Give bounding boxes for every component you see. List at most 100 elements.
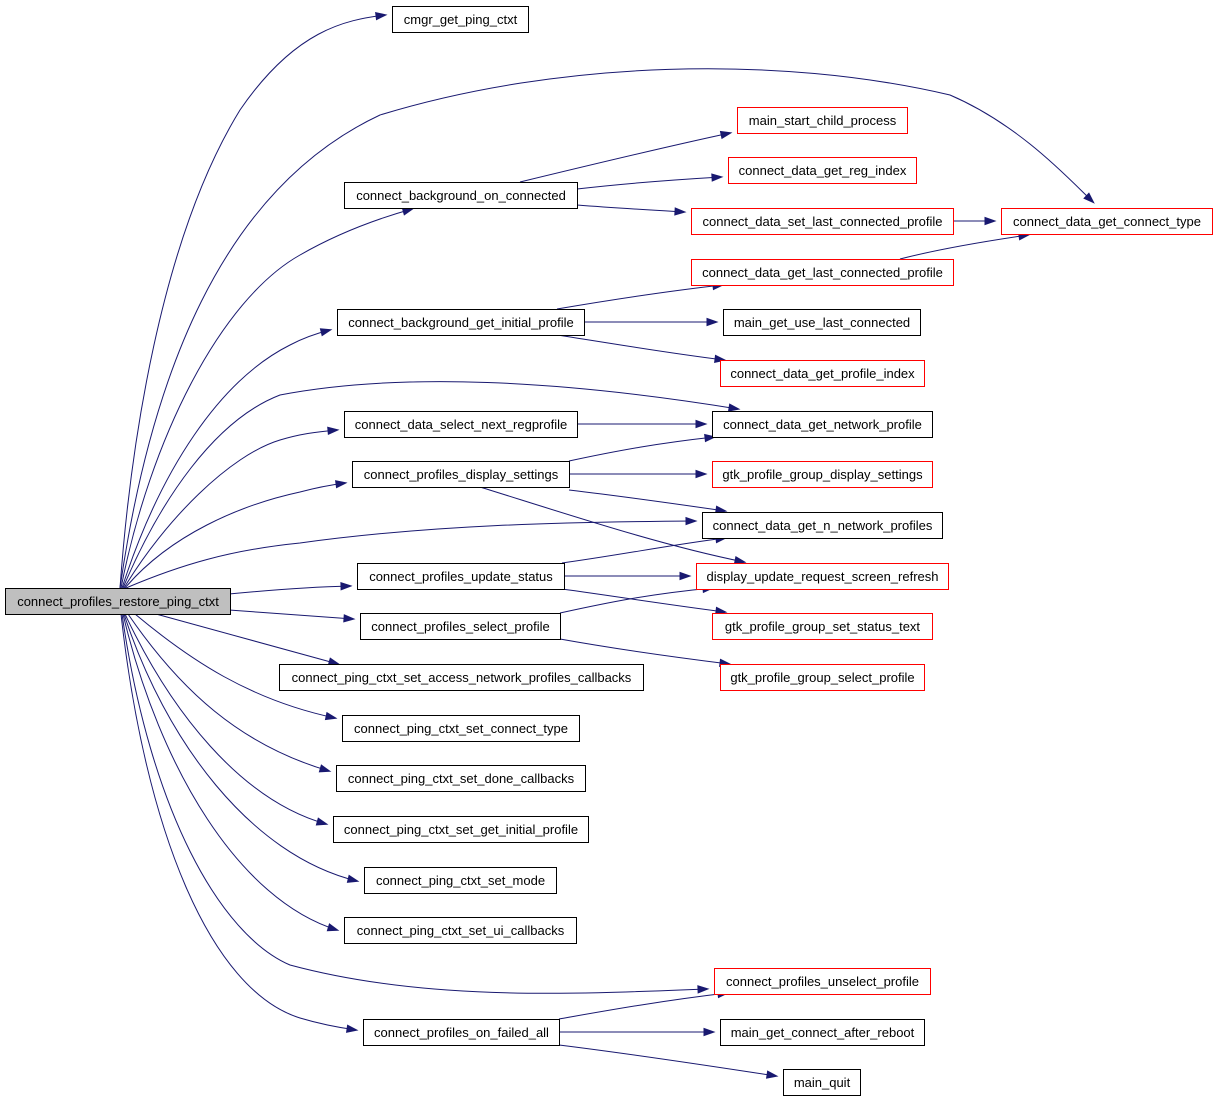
node-box[interactable] <box>5 588 231 615</box>
node-box[interactable] <box>712 461 933 488</box>
node-label[interactable]: main_start_child_process <box>749 113 897 128</box>
node-label[interactable]: connect_ping_ctxt_set_mode <box>376 873 545 888</box>
node-label[interactable]: connect_profiles_restore_ping_ctxt <box>17 594 219 609</box>
node-get-net-profile[interactable]: connect_data_get_network_profile <box>712 411 933 438</box>
node-label[interactable]: connect_profiles_on_failed_all <box>374 1025 549 1040</box>
node-label[interactable]: main_get_use_last_connected <box>734 315 910 330</box>
node-box[interactable] <box>342 715 580 742</box>
edge-line <box>479 486 745 563</box>
node-box[interactable] <box>392 6 529 33</box>
node-box[interactable] <box>737 107 908 134</box>
edge-display_settings-to-get_net_profile <box>568 433 717 462</box>
node-label[interactable]: connect_ping_ctxt_set_done_callbacks <box>348 771 575 786</box>
node-box[interactable] <box>344 182 578 209</box>
node-box[interactable] <box>344 917 577 944</box>
node-set-mode[interactable]: connect_ping_ctxt_set_mode <box>364 867 557 894</box>
node-failed-all[interactable]: connect_profiles_on_failed_all <box>363 1019 560 1046</box>
node-box[interactable] <box>344 411 578 438</box>
node-main-quit[interactable]: main_quit <box>783 1069 861 1096</box>
node-box[interactable] <box>337 309 585 336</box>
node-main-conn-after-reboot[interactable]: main_get_connect_after_reboot <box>720 1019 925 1046</box>
node-box[interactable] <box>364 867 557 894</box>
node-label[interactable]: cmgr_get_ping_ctxt <box>404 12 518 27</box>
node-box[interactable] <box>1001 208 1213 235</box>
node-label[interactable]: gtk_profile_group_display_settings <box>722 467 923 482</box>
node-label[interactable]: connect_profiles_unselect_profile <box>726 974 919 989</box>
node-box[interactable] <box>279 664 644 691</box>
node-label[interactable]: connect_ping_ctxt_set_ui_callbacks <box>357 923 565 938</box>
node-label[interactable]: connect_ping_ctxt_set_get_initial_profil… <box>344 822 578 837</box>
node-label[interactable]: display_update_request_screen_refresh <box>707 569 939 584</box>
node-bg-init-profile[interactable]: connect_background_get_initial_profile <box>337 309 585 336</box>
node-box[interactable] <box>720 360 925 387</box>
node-set-conn-type[interactable]: connect_ping_ctxt_set_connect_type <box>342 715 580 742</box>
node-box[interactable] <box>357 563 565 590</box>
edge-line <box>122 613 338 931</box>
node-box[interactable] <box>720 664 925 691</box>
node-set-get-init[interactable]: connect_ping_ctxt_set_get_initial_profil… <box>333 816 589 843</box>
node-box[interactable] <box>728 157 917 184</box>
node-set-ui-cb[interactable]: connect_ping_ctxt_set_ui_callbacks <box>344 917 577 944</box>
node-box[interactable] <box>702 512 943 539</box>
node-box[interactable] <box>712 613 933 640</box>
node-unselect-profile[interactable]: connect_profiles_unselect_profile <box>714 968 931 995</box>
node-box[interactable] <box>352 461 570 488</box>
node-set-access-cb[interactable]: connect_ping_ctxt_set_access_network_pro… <box>279 664 644 691</box>
node-cmgr-ping[interactable]: cmgr_get_ping_ctxt <box>392 6 529 33</box>
node-box[interactable] <box>696 563 949 590</box>
node-set-done-cb[interactable]: connect_ping_ctxt_set_done_callbacks <box>336 765 586 792</box>
arrowhead-icon <box>340 582 353 591</box>
node-box[interactable] <box>333 816 589 843</box>
node-main-start-child[interactable]: main_start_child_process <box>737 107 908 134</box>
node-label[interactable]: connect_data_get_reg_index <box>739 163 907 178</box>
node-set-last-conn[interactable]: connect_data_set_last_connected_profile <box>691 208 954 235</box>
node-select-profile[interactable]: connect_profiles_select_profile <box>360 613 561 640</box>
node-display-settings[interactable]: connect_profiles_display_settings <box>352 461 570 488</box>
node-box[interactable] <box>360 613 561 640</box>
node-label[interactable]: connect_data_get_network_profile <box>723 417 922 432</box>
node-update-status[interactable]: connect_profiles_update_status <box>357 563 565 590</box>
node-label[interactable]: connect_profiles_update_status <box>369 569 553 584</box>
node-box[interactable] <box>723 309 921 336</box>
node-label[interactable]: main_get_connect_after_reboot <box>731 1025 915 1040</box>
node-label[interactable]: connect_ping_ctxt_set_access_network_pro… <box>292 670 632 685</box>
node-root[interactable]: connect_profiles_restore_ping_ctxt <box>5 588 231 615</box>
node-bg-on-conn[interactable]: connect_background_on_connected <box>344 182 578 209</box>
node-label[interactable]: gtk_profile_group_select_profile <box>730 670 914 685</box>
node-box[interactable] <box>691 208 954 235</box>
node-label[interactable]: main_quit <box>794 1075 851 1090</box>
node-box[interactable] <box>691 259 954 286</box>
node-label[interactable]: connect_data_get_last_connected_profile <box>702 265 943 280</box>
node-label[interactable]: connect_background_on_connected <box>356 188 566 203</box>
node-get-profile-index[interactable]: connect_data_get_profile_index <box>720 360 925 387</box>
edge-failed_all-to-main_quit <box>558 1044 779 1079</box>
edge-failed_all-to-unselect_profile <box>558 989 730 1020</box>
node-box[interactable] <box>336 765 586 792</box>
node-box[interactable] <box>363 1019 560 1046</box>
node-box[interactable] <box>714 968 931 995</box>
node-label[interactable]: connect_data_select_next_regprofile <box>355 417 567 432</box>
node-gtk-display-settings[interactable]: gtk_profile_group_display_settings <box>712 461 933 488</box>
node-label[interactable]: connect_profiles_display_settings <box>364 467 559 482</box>
node-label[interactable]: connect_background_get_initial_profile <box>348 315 574 330</box>
node-label[interactable]: gtk_profile_group_set_status_text <box>725 619 921 634</box>
node-select-next-reg[interactable]: connect_data_select_next_regprofile <box>344 411 578 438</box>
node-label[interactable]: connect_profiles_select_profile <box>371 619 550 634</box>
node-box[interactable] <box>783 1069 861 1096</box>
node-get-n-net[interactable]: connect_data_get_n_network_profiles <box>702 512 943 539</box>
node-gtk-status-text[interactable]: gtk_profile_group_set_status_text <box>712 613 933 640</box>
node-layer: connect_profiles_restore_ping_ctxt cmgr_g… <box>5 6 1213 1096</box>
node-label[interactable]: connect_data_get_n_network_profiles <box>713 518 933 533</box>
node-screen-refresh[interactable]: display_update_request_screen_refresh <box>696 563 949 590</box>
node-label[interactable]: connect_data_set_last_connected_profile <box>703 214 943 229</box>
node-box[interactable] <box>720 1019 925 1046</box>
node-label[interactable]: connect_ping_ctxt_set_connect_type <box>354 721 568 736</box>
node-get-reg-index[interactable]: connect_data_get_reg_index <box>728 157 917 184</box>
node-label[interactable]: connect_data_get_profile_index <box>730 366 915 381</box>
node-get-conn-type[interactable]: connect_data_get_connect_type <box>1001 208 1213 235</box>
node-label[interactable]: connect_data_get_connect_type <box>1013 214 1201 229</box>
node-gtk-select-profile[interactable]: gtk_profile_group_select_profile <box>720 664 925 691</box>
node-box[interactable] <box>712 411 933 438</box>
node-main-use-last[interactable]: main_get_use_last_connected <box>723 309 921 336</box>
node-get-last-conn[interactable]: connect_data_get_last_connected_profile <box>691 259 954 286</box>
